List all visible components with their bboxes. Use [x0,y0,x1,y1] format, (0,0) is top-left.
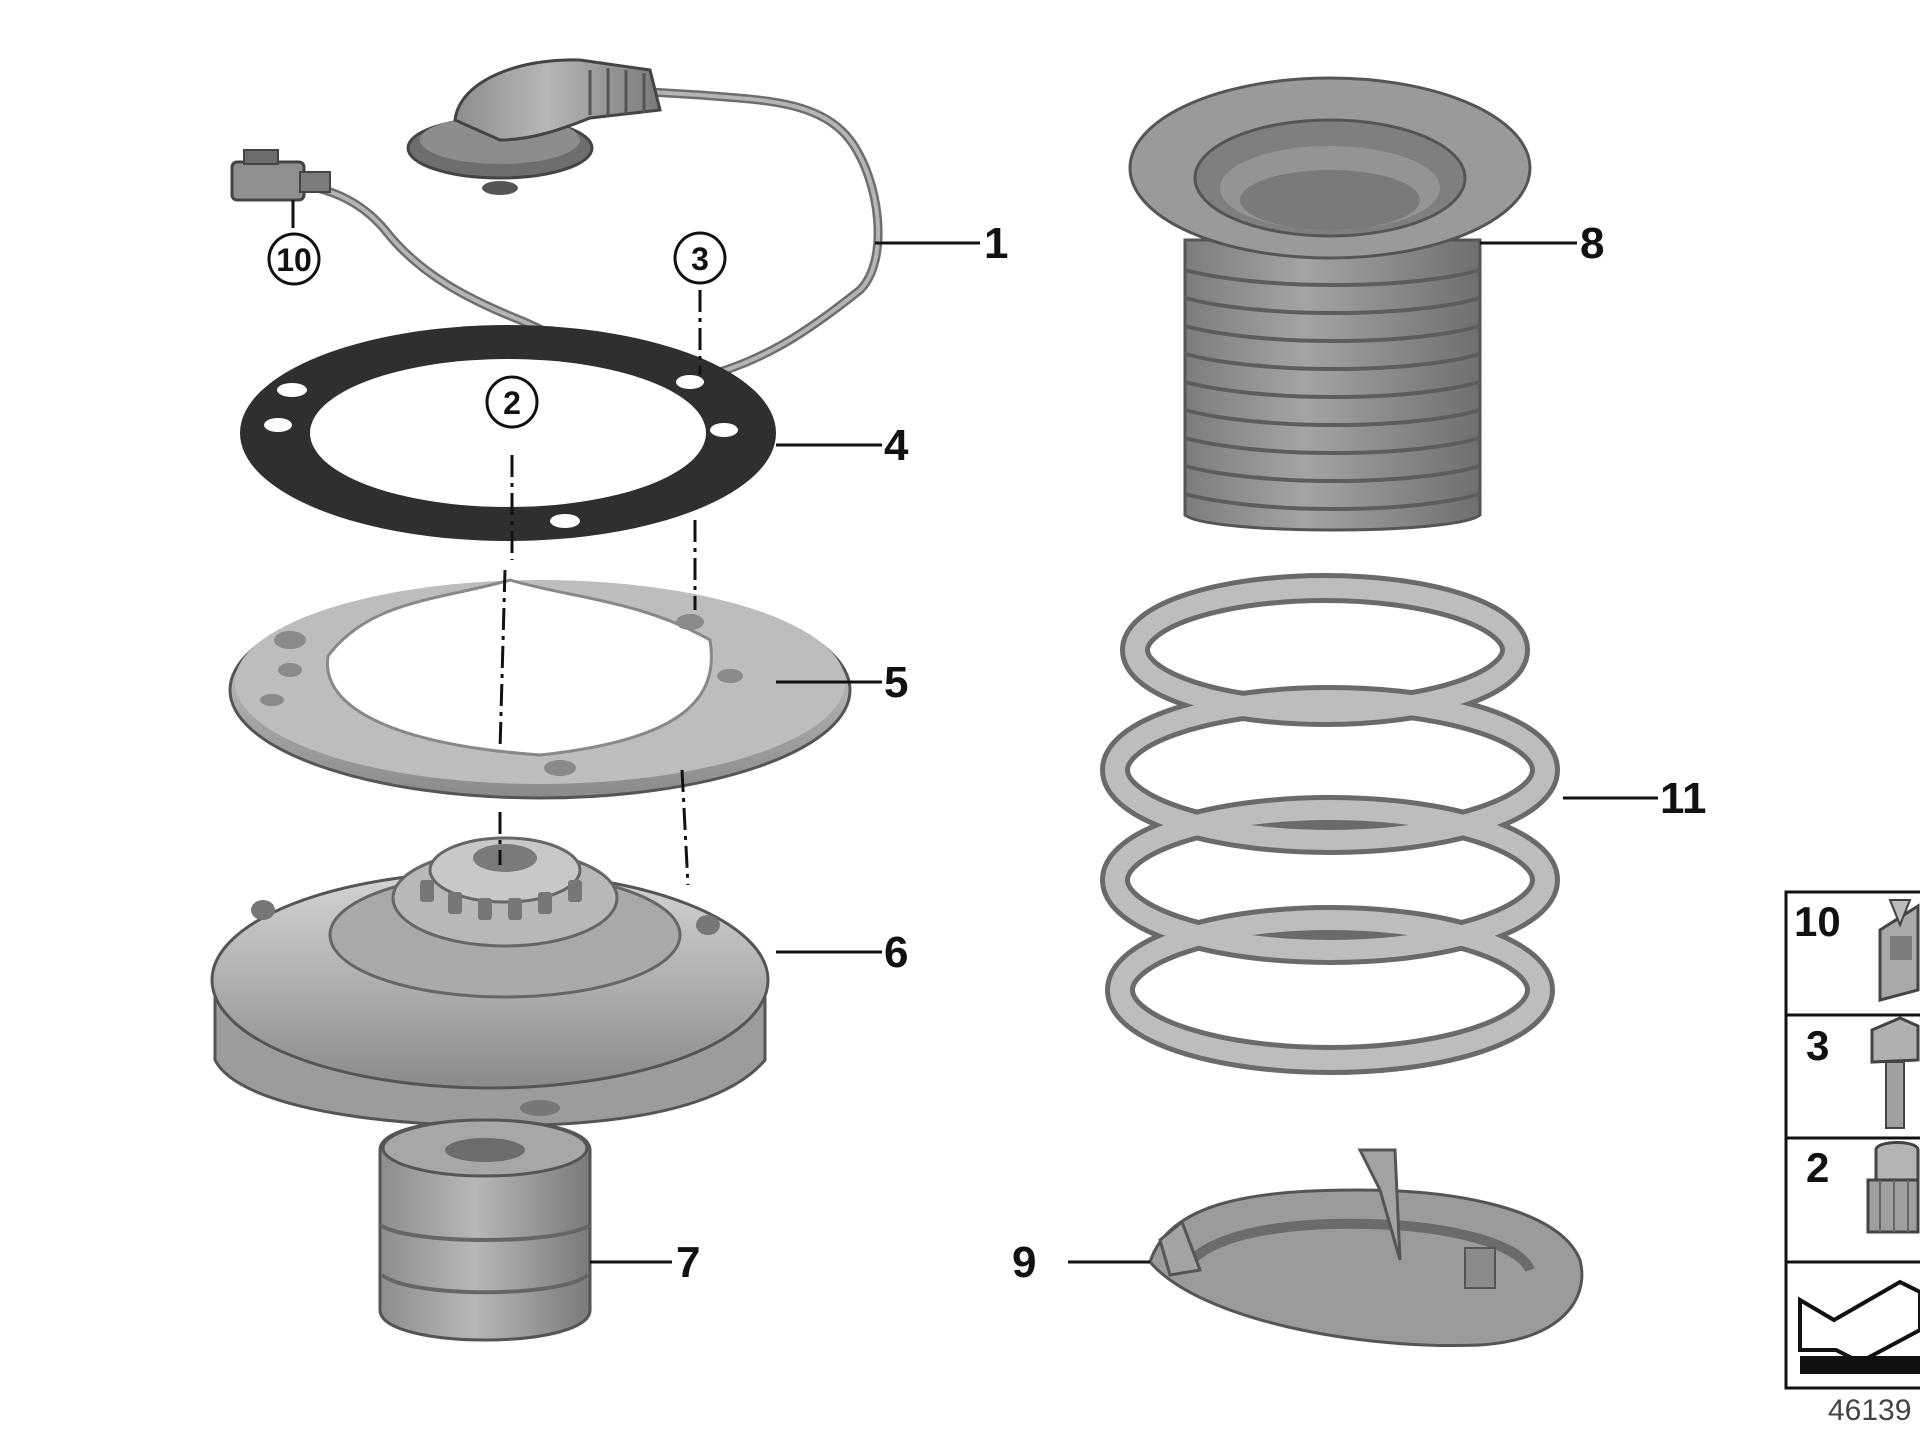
circle-callout-3: 3 [673,231,727,285]
legend-item-2: 2 [1806,1141,1920,1234]
legend-label: 10 [1794,898,1841,945]
legend-panel: 10 3 2 [1784,890,1920,1390]
leader-lines [291,200,1658,1264]
callout-9: 9 [1012,1238,1036,1287]
legend-item-3: 3 [1806,1016,1920,1129]
svg-text:2: 2 [503,385,521,421]
protection-bellow-part [1128,76,1532,532]
circle-callout-10: 10 [267,232,321,286]
arrow-symbol-icon [1798,1279,1920,1374]
support-plate-part [228,578,852,800]
circle-callout-2: 2 [485,375,539,429]
coil-spring-part [1100,573,1560,1075]
callout-5: 5 [884,658,908,707]
callout-7: 7 [676,1238,700,1287]
sensor-cable-part [230,58,883,386]
legend-label: 3 [1806,1022,1829,1069]
collar-nut-icon [1866,1141,1920,1234]
legend-label: 2 [1806,1144,1829,1191]
callout-1: 1 [984,219,1008,268]
svg-text:10: 10 [276,242,312,278]
connector-clip-icon [1878,899,1920,1002]
bump-stop-part [378,1118,592,1342]
gasket-part [240,325,776,541]
callout-6: 6 [884,928,908,977]
reference-number: 46139 [1828,1394,1911,1427]
bolt-icon [1870,1016,1920,1129]
legend-item-10: 10 [1794,898,1920,1002]
svg-text:3: 3 [691,241,709,277]
assembly-lines [498,290,702,886]
callout-8: 8 [1580,219,1604,268]
callout-11: 11 [1660,774,1707,823]
spring-pad-part [1148,1148,1584,1347]
callout-4: 4 [884,421,909,470]
strut-mount-part [210,836,770,1128]
